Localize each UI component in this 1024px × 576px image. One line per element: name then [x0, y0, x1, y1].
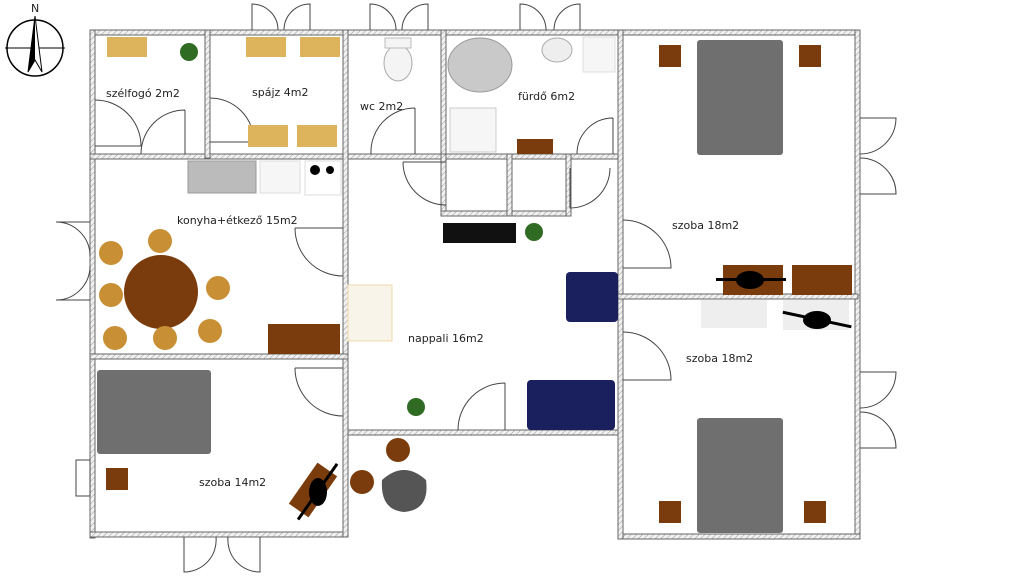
nightstand [804, 501, 826, 523]
room-label-nappali: nappali 16m2 [408, 332, 484, 345]
sink [541, 37, 573, 63]
fridge [259, 160, 301, 194]
bath-cabinet [517, 139, 553, 154]
room-label-szoba-ne: szoba 18m2 [672, 219, 739, 232]
stool [386, 438, 410, 462]
desk [701, 300, 767, 328]
sofa [527, 380, 615, 430]
room-label-konyha: konyha+étkező 15m2 [177, 214, 298, 227]
bathtub [447, 37, 513, 93]
armchair [566, 272, 618, 322]
bed [697, 40, 783, 155]
bed [697, 418, 783, 533]
room-label-szelfogo: szélfogó 2m2 [106, 87, 180, 100]
nightstand [659, 501, 681, 523]
shower [449, 107, 497, 153]
room-label-spajz: spájz 4m2 [252, 86, 309, 99]
exterior-doors[interactable] [55, 3, 897, 573]
sideboard [268, 324, 340, 354]
nightstand [106, 468, 128, 490]
room-label-szoba-se: szoba 18m2 [686, 352, 753, 365]
toilet-tank [384, 37, 412, 49]
nightstand [659, 45, 681, 67]
furniture [97, 36, 852, 533]
toilet [383, 44, 413, 82]
dining-table [124, 255, 198, 329]
cabinet [246, 37, 286, 57]
patio-chair [381, 470, 427, 512]
tv-stand [443, 223, 516, 243]
cabinet [297, 125, 337, 147]
room-label-szoba-sw: szoba 14m2 [199, 476, 266, 489]
stove [304, 160, 342, 196]
stool [350, 470, 374, 494]
dresser [792, 265, 852, 295]
chairs [99, 229, 230, 350]
kitchen-sink [187, 160, 257, 194]
compass-north-label: N [31, 2, 39, 15]
cabinet [107, 37, 147, 57]
plant-icon [180, 43, 543, 416]
cabinet [300, 37, 340, 57]
armchair-beige [347, 284, 393, 342]
washing-machine [582, 36, 616, 73]
cabinet [248, 125, 288, 147]
ceiling-fan-icon [296, 271, 852, 521]
bed [97, 370, 211, 454]
nightstand [799, 45, 821, 67]
compass-icon: N [5, 2, 65, 77]
room-label-wc: wc 2m2 [360, 100, 403, 113]
room-label-furdo: fürdő 6m2 [518, 90, 575, 103]
